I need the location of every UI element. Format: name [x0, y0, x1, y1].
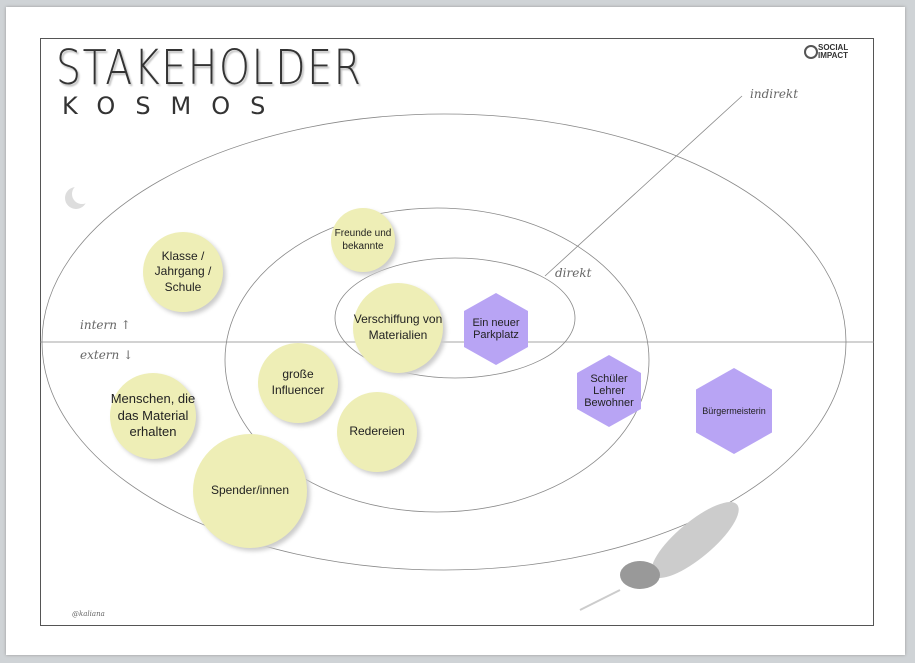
poster-sheet — [6, 7, 905, 655]
inner-orbit — [334, 257, 576, 379]
stakeholder-freunde: Freunde und bekannte — [331, 208, 395, 272]
stakeholder-influencer: große Influencer — [258, 343, 338, 423]
poster-title: STAKEHOLDER — [56, 40, 363, 96]
stakeholder-klasse: Klasse / Jahrgang / Schule — [143, 232, 223, 312]
poster-subtitle: KOSMOS — [62, 92, 286, 120]
label-extern: extern ↓ — [80, 348, 134, 362]
poster-frame — [40, 38, 874, 626]
label-direkt: direkt — [555, 266, 592, 280]
rocket-icon — [579, 502, 739, 611]
signature: @kaliana — [72, 610, 105, 618]
stakeholder-redereien: Redereien — [337, 392, 417, 472]
stakeholder-buergermeisterin: Bürgermeisterin — [696, 368, 772, 454]
label-indirekt: indirekt — [750, 87, 799, 101]
stakeholder-verschiffung: Verschiffung von Materialien — [353, 283, 443, 373]
stakeholder-spender: Spender/innen — [193, 434, 307, 548]
label-intern: intern ↑ — [80, 318, 131, 332]
stakeholder-schueler: Schüler Lehrer Bewohner — [577, 355, 641, 427]
stakeholder-menschen: Menschen, die das Material erhalten — [110, 373, 196, 459]
indirekt-arrow — [544, 95, 743, 277]
middle-orbit — [224, 207, 650, 513]
